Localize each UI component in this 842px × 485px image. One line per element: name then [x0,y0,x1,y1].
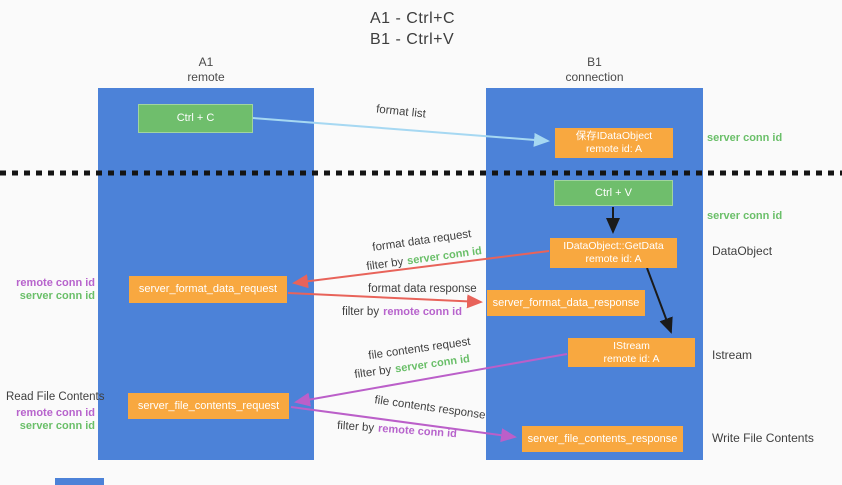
node-ctrl-c-label: Ctrl + C [176,112,215,124]
arrow-format-data-request [292,250,550,289]
side-label-remote-conn-id-1: remote conn id [16,277,95,289]
side-label-istream: Istream [712,348,753,362]
node-save-dataobject: 保存IDataObject remote id: A [555,128,673,158]
node-server-file-contents-request-label: server_file_contents_request [137,399,280,412]
column-b1-name: B1 [587,55,602,69]
filter-by-text: filter by [336,419,375,435]
side-label-dataobject: DataObject [712,244,773,258]
filter-by-text: filter by [342,306,380,318]
node-getdata-line1: IDataObject::GetData [563,240,664,252]
side-label-write-file-contents: Write File Contents [712,431,814,445]
node-server-file-contents-request: server_file_contents_request [128,393,289,419]
node-server-format-data-response-label: server_format_data_response [492,296,640,309]
column-a1-subtitle: remote [187,70,225,84]
node-ctrl-v: Ctrl + V [554,180,673,206]
node-getdata-line2: remote id: A [585,253,642,265]
arrow-file-contents-request [294,353,568,407]
node-save-dataobject-line2: remote id: A [585,143,643,155]
side-label-server-conn-id-top: server conn id [707,132,783,144]
node-istream: IStream remote id: A [568,338,695,367]
side-label-server-conn-id-1: server conn id [19,290,95,302]
title-line-2: B1 - Ctrl+V [370,31,455,48]
remote-conn-id-text: remote conn id [383,306,462,318]
partial-blue-bar [55,478,104,485]
node-server-format-data-request-label: server_format_data_request [138,283,278,295]
arrow-format-data-response [287,292,483,309]
arrow-format-list [252,117,550,147]
node-save-dataobject-line1: 保存IDataObject [575,130,653,142]
side-label-remote-conn-id-2: remote conn id [16,407,95,419]
node-ctrl-c: Ctrl + C [138,104,253,133]
node-istream-line2: remote id: A [603,352,660,365]
column-b1-subtitle: connection [565,70,624,84]
side-label-read-file-contents: Read File Contents [6,391,105,403]
side-label-server-conn-id-2: server conn id [19,420,95,432]
node-server-file-contents-response-label: server_file_contents_response [527,432,678,445]
arrow-file-contents-response [290,406,517,443]
side-label-server-conn-id-mid: server conn id [707,210,783,222]
diagram-title: A1 - Ctrl+C B1 - Ctrl+V [370,8,455,50]
title-line-1: A1 - Ctrl+C [370,10,456,27]
node-server-file-contents-response: server_file_contents_response [522,426,683,452]
node-istream-line1: IStream [613,339,650,352]
column-header-b1: B1 connection [486,55,703,85]
node-ctrl-v-label: Ctrl + V [595,186,632,199]
column-header-a1: A1 remote [98,55,314,85]
arrow-getdata-to-istream [646,267,673,334]
label-format-data-response: format data response [368,283,477,295]
node-getdata: IDataObject::GetData remote id: A [550,238,677,268]
node-server-format-data-response: server_format_data_response [487,290,645,316]
node-server-format-data-request: server_format_data_request [129,276,287,303]
column-a1-name: A1 [198,55,214,69]
